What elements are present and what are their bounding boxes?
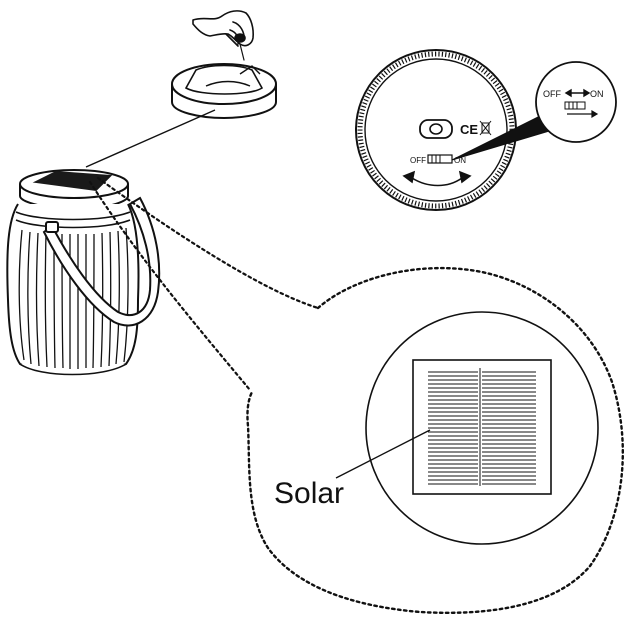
solar-cell-lines (428, 368, 536, 486)
switch-on-label: ON (454, 156, 466, 165)
switch-off-label: OFF (410, 156, 426, 165)
callout-on-label: ON (590, 89, 604, 99)
jar-handle (42, 196, 161, 327)
lid-button-icon (419, 119, 453, 139)
solar-pointer-line (335, 429, 431, 479)
lantern-lid (171, 63, 277, 120)
top-solar-panel (32, 170, 113, 192)
callout-off-label: OFF (543, 89, 561, 99)
lid-bottom-view: CE OFF ON (355, 49, 517, 211)
double-arrow-icon (564, 88, 591, 98)
right-arrow-icon (567, 109, 599, 119)
lid-leader-line (85, 109, 216, 168)
ce-mark: CE (460, 122, 478, 137)
hand-icon (192, 10, 254, 61)
on-off-switch[interactable] (427, 154, 453, 164)
callout-leader-dots (88, 176, 320, 392)
callout-dotted-outline (246, 266, 624, 615)
lantern-jar (6, 169, 140, 376)
solar-panel-magnified (365, 311, 599, 545)
callout-switch (564, 101, 586, 110)
rotate-arrow-icon (402, 170, 472, 187)
switch-zoom-bubble: OFF ON (535, 61, 617, 143)
solar-label: Solar (274, 477, 344, 510)
weee-bin-icon (479, 120, 492, 136)
